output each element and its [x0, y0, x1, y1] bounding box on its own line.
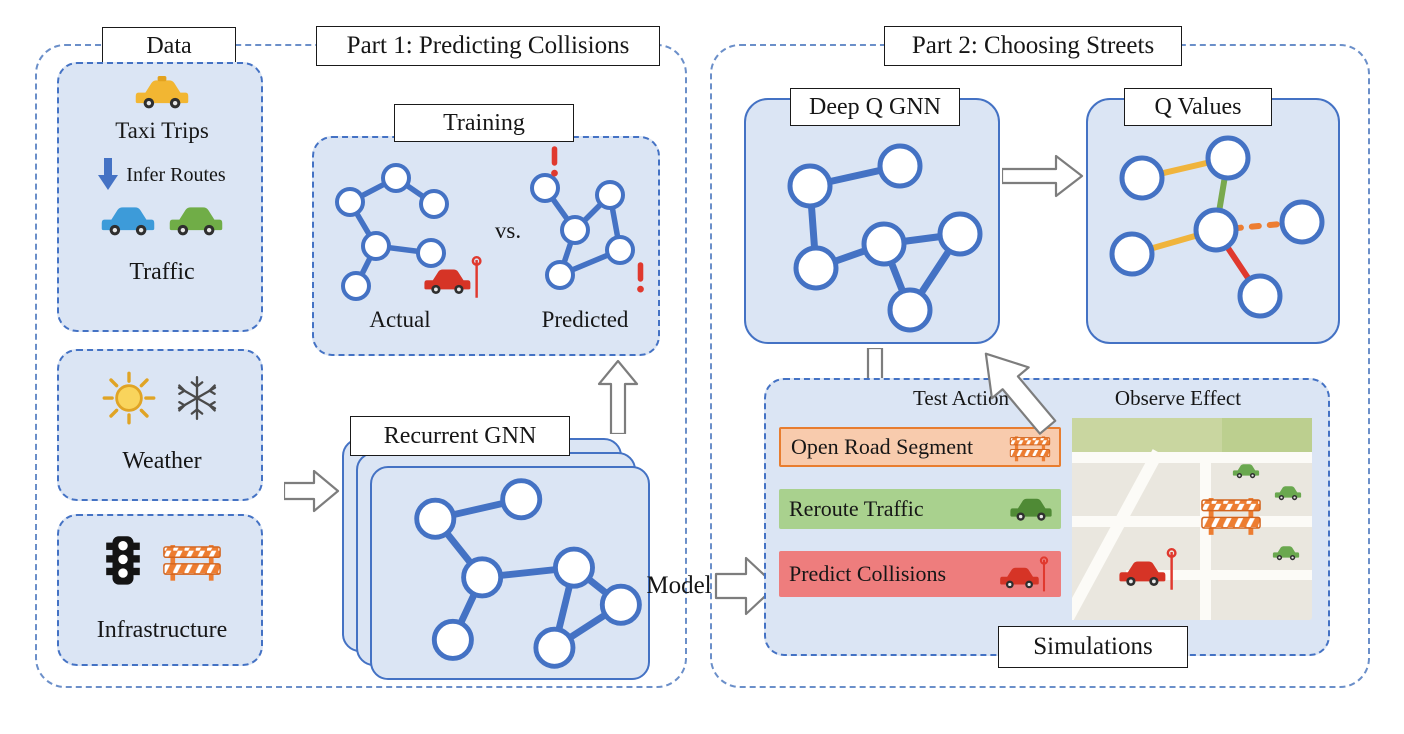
simulation-map — [1072, 418, 1312, 620]
model-arrow — [714, 550, 778, 622]
weather-label: Weather — [122, 447, 202, 474]
deep-q-gnn-title: Deep Q GNN — [809, 93, 941, 120]
part1-title: Part 1: Predicting Collisions — [346, 32, 630, 60]
rgnn-card-front — [370, 466, 650, 680]
part2-title: Part 2: Choosing Streets — [911, 32, 1155, 60]
part1-title-box: Part 1: Predicting Collisions — [316, 26, 660, 66]
vs-label: vs. — [494, 218, 522, 243]
action-bar-predict: Predict Collisions — [779, 551, 1061, 597]
infrastructure-label: Infrastructure — [96, 616, 228, 643]
q-values-title-box: Q Values — [1124, 88, 1272, 126]
action-predict-label: Predict Collisions — [789, 560, 947, 586]
taxi-trips-label: Taxi Trips — [115, 118, 209, 143]
simulations-title: Simulations — [1033, 633, 1153, 661]
observe-effect-label: Observe Effect — [1114, 385, 1242, 410]
arrow-rgnn-to-training — [596, 358, 640, 434]
action-reroute-label: Reroute Traffic — [789, 495, 924, 521]
model-label: Model — [646, 572, 712, 599]
weather-panel: Weather — [57, 349, 263, 501]
simulations-title-box: Simulations — [998, 626, 1188, 668]
rgnn-graph — [414, 478, 642, 669]
data-panel: Taxi Trips Infer Routes Traffic — [57, 62, 263, 332]
action-bar-reroute: Reroute Traffic — [779, 489, 1061, 529]
training-title: Training — [443, 109, 525, 136]
traffic-label: Traffic — [129, 258, 195, 285]
data-title-box: Data — [102, 27, 236, 65]
action-bar-open-road: Open Road Segment — [779, 427, 1061, 467]
q-values-card — [1086, 98, 1340, 344]
training-actual-graph — [326, 158, 491, 308]
snowflake-icon — [172, 373, 222, 423]
traffic-car-green-icon — [168, 203, 224, 238]
part2-title-box: Part 2: Choosing Streets — [884, 26, 1182, 66]
barrier-icon — [162, 538, 222, 584]
car-icon — [1009, 495, 1053, 523]
action-open-road-label: Open Road Segment — [791, 433, 974, 459]
traffic-light-icon — [102, 534, 144, 589]
infrastructure-panel: Infrastructure — [57, 514, 263, 666]
actual-label: Actual — [369, 307, 431, 332]
q-values-title: Q Values — [1154, 93, 1242, 120]
rgnn-title-box: Recurrent GNN — [350, 416, 570, 456]
arrow-simulations-to-dqgnn — [948, 322, 1088, 462]
exclamation-icon — [637, 262, 644, 293]
infer-routes-label: Infer Routes — [126, 164, 226, 186]
arrow-dqgnn-to-qvalues — [1002, 152, 1086, 200]
q-values-graph — [1109, 135, 1325, 319]
arrow-data-to-rgnn — [284, 468, 340, 514]
exclamation-icon — [551, 146, 558, 177]
infer-routes-arrow-icon — [98, 158, 119, 192]
collision-car-icon — [997, 555, 1053, 593]
data-title: Data — [146, 32, 192, 59]
deep-q-gnn-title-box: Deep Q GNN — [790, 88, 960, 126]
deep-q-gnn-graph — [787, 143, 983, 333]
training-predicted-graph — [520, 146, 655, 306]
rgnn-title: Recurrent GNN — [383, 422, 537, 449]
taxi-icon — [134, 76, 190, 111]
deep-q-gnn-card — [744, 98, 1000, 344]
training-title-box: Training — [394, 104, 574, 142]
traffic-car-blue-icon — [100, 203, 156, 238]
predicted-label: Predicted — [541, 307, 629, 332]
sun-icon — [102, 371, 156, 425]
